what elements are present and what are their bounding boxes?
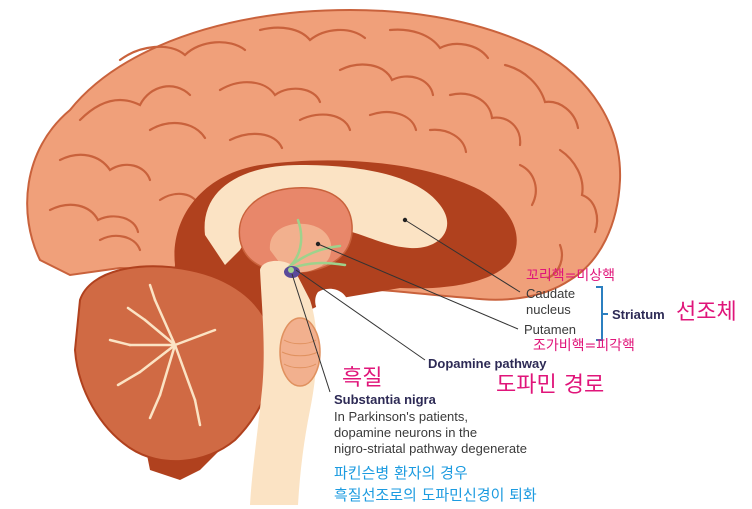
striatum-label-en: Striatum (612, 307, 665, 323)
korean-note-line1: 파킨슨병 환자의 경우 (334, 464, 468, 482)
caudate-label-ko: 꼬리핵=미상핵 (526, 268, 615, 285)
dopamine-pathway-label-ko: 도파민 경로 (496, 373, 604, 399)
putamen-label-ko: 조가비핵=피각핵 (533, 338, 635, 355)
striatum-label-ko: 선조체 (676, 300, 737, 326)
korean-note-line2: 흑질선조로의 도파민신경이 퇴화 (334, 486, 537, 504)
caudate-label-line2: nucleus (526, 302, 571, 318)
putamen-label-en: Putamen (524, 322, 576, 338)
substantia-nigra-label-ko: 흑질 (342, 366, 382, 392)
parkinson-note-line1: In Parkinson's patients, (334, 409, 468, 425)
pons (280, 318, 320, 386)
dopamine-pathway-label-en: Dopamine pathway (428, 356, 546, 372)
substantia-nigra-label-en: Substantia nigra (334, 392, 436, 408)
parkinson-note-line2: dopamine neurons in the (334, 425, 477, 441)
parkinson-note-line3: nigro-striatal pathway degenerate (334, 441, 527, 457)
cerebellum (75, 266, 273, 461)
substantia-nigra-dot (288, 267, 294, 273)
striatum-bracket (596, 287, 608, 340)
caudate-label-line1: Caudate (526, 286, 575, 302)
